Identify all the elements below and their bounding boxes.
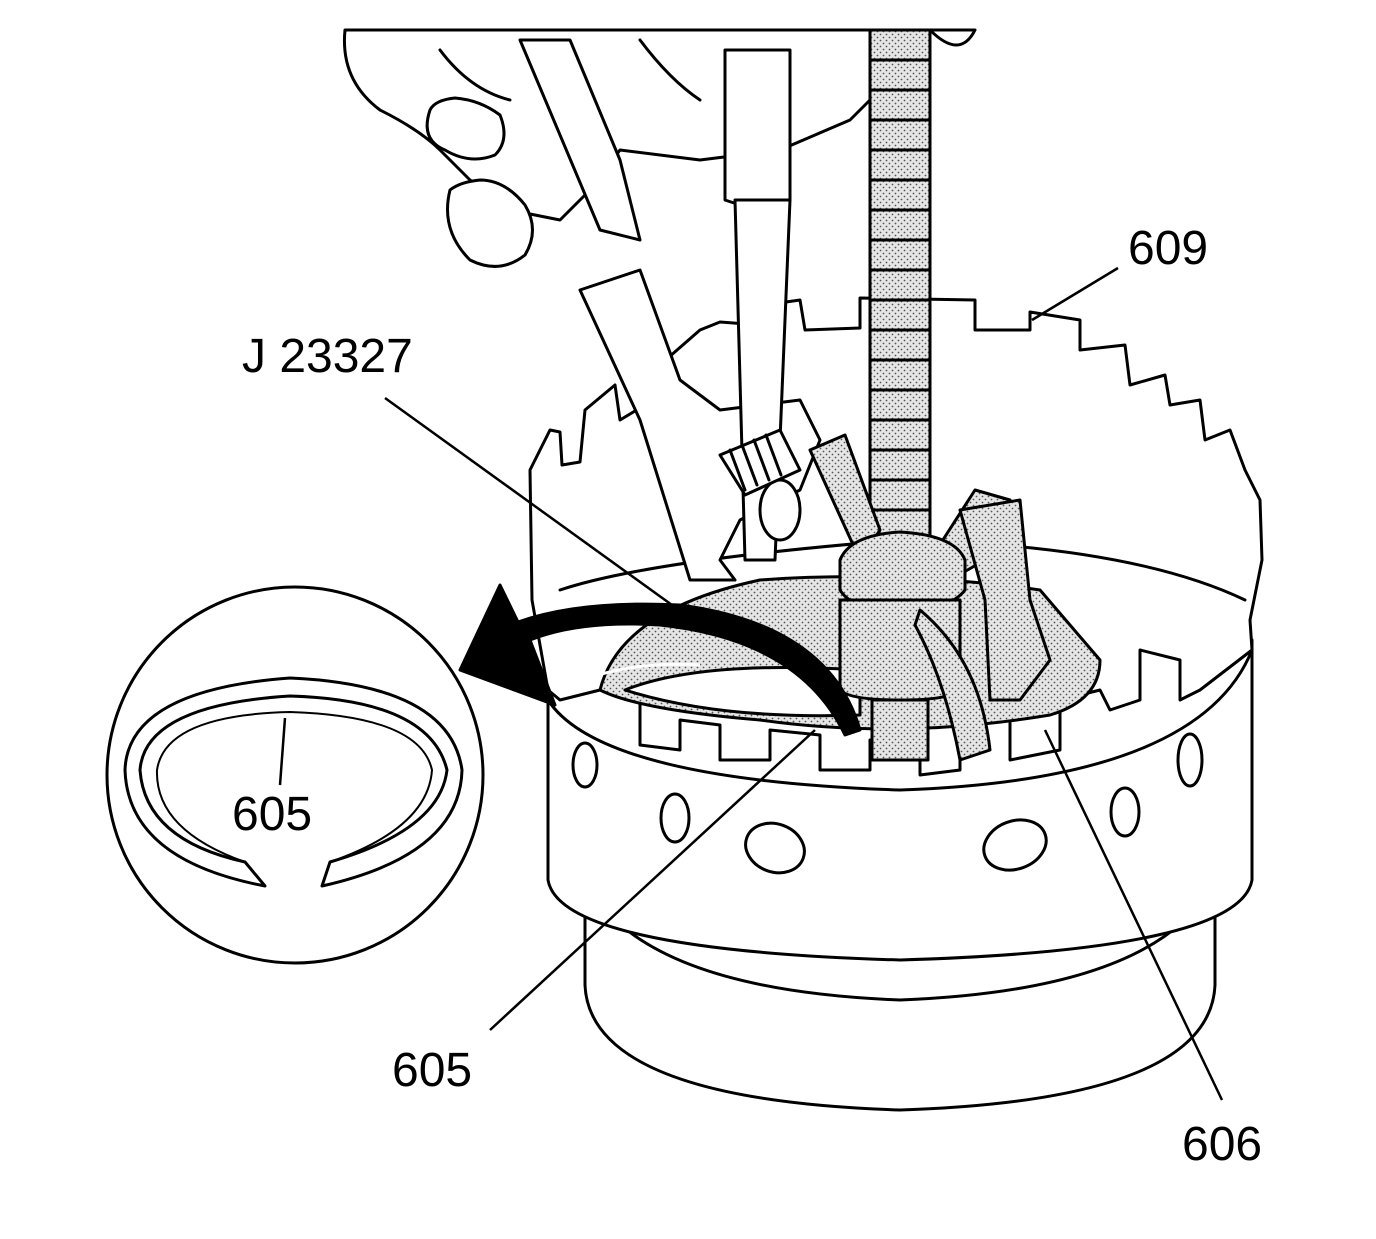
callout-spring-assembly: 606 [1182,1118,1262,1171]
wrench [518,38,822,582]
rotation-arrow [458,583,862,737]
callout-ring-top: 609 [1128,222,1208,275]
leader-tool [384,396,691,620]
leader-lines [278,266,1224,1101]
leader-snap-ring [489,729,816,1031]
callout-tool: J 23327 [242,330,413,383]
callout-snap-ring: 605 [392,1044,472,1097]
snap-ring-detail [105,585,485,965]
leader-spring-assembly [1043,729,1224,1101]
leader-snap-ring-detail [278,717,287,786]
leader-ring-top [1031,266,1119,322]
callout-snap-ring-detail: 605 [232,788,312,841]
tool-rod [868,28,932,572]
wing-nut [808,433,1052,762]
